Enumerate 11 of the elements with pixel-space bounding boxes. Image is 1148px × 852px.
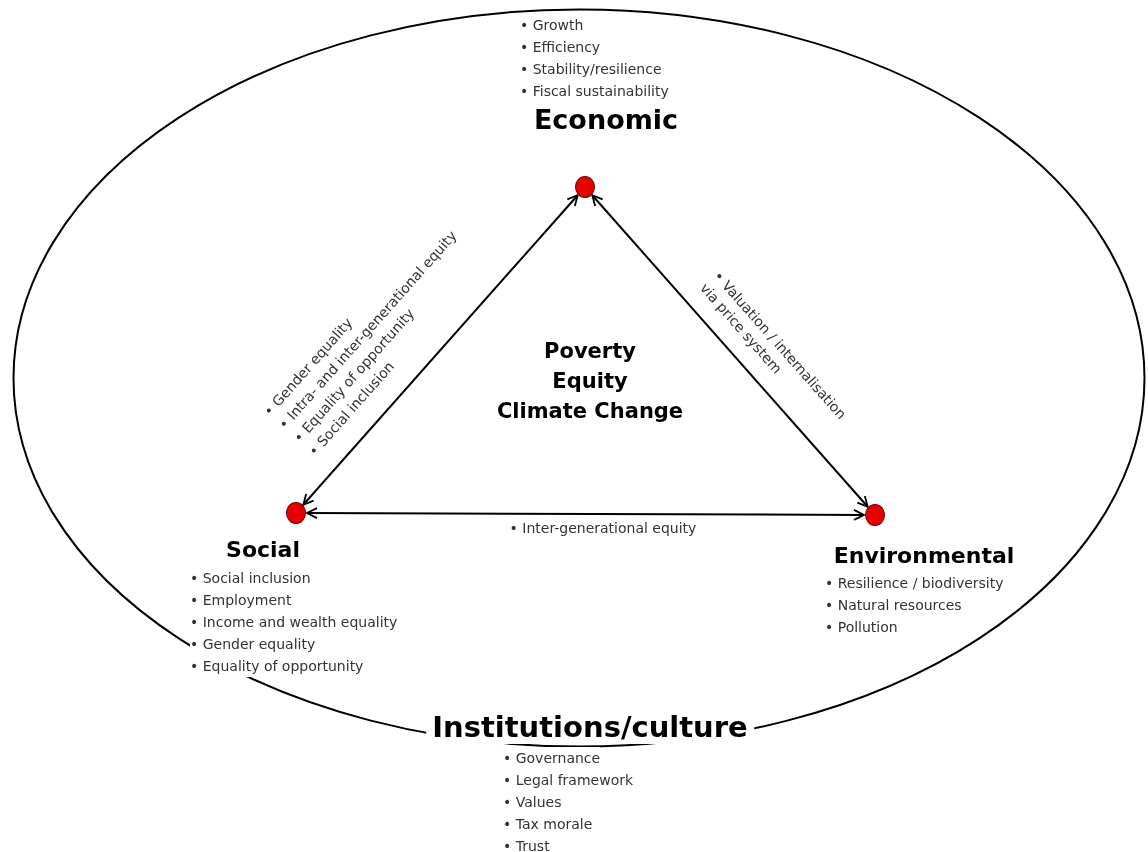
double-arrow [306, 507, 865, 521]
section-heading: Social [226, 537, 300, 562]
double-arrow [591, 194, 869, 508]
center-label: Poverty [544, 339, 636, 363]
section-heading: Economic [533, 104, 679, 135]
edge-label: • Inter-generational equity [508, 519, 698, 537]
center-label: Equity [552, 369, 628, 393]
center-label: Climate Change [496, 399, 684, 423]
section-heading: Environmental [833, 543, 1015, 568]
double-arrow [302, 194, 579, 506]
bullet-item: • Equality of opportunity [190, 655, 364, 677]
